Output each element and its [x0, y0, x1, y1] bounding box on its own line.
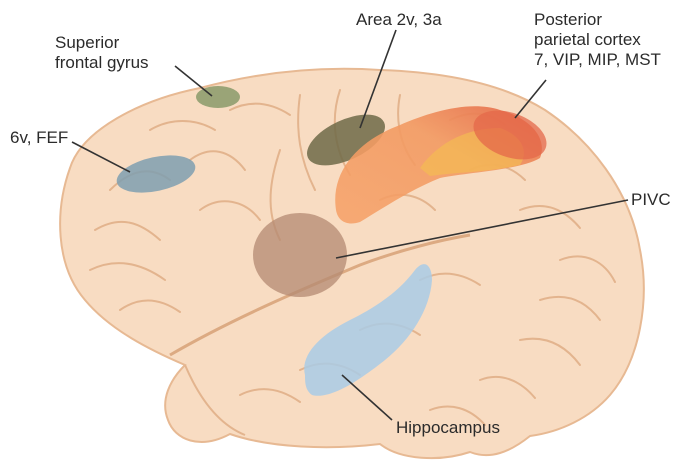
label-posterior-parietal-cortex: Posterior parietal cortex 7, VIP, MIP, M… — [534, 10, 661, 70]
label-area-2v-3a: Area 2v, 3a — [356, 10, 442, 30]
label-superior-frontal-gyrus-line2: frontal gyrus — [55, 53, 149, 73]
label-superior-frontal-gyrus: Superior frontal gyrus — [55, 33, 149, 73]
label-posterior-parietal-line1: Posterior — [534, 10, 661, 30]
label-hippocampus: Hippocampus — [396, 418, 500, 438]
label-superior-frontal-gyrus-line1: Superior — [55, 33, 149, 53]
label-posterior-parietal-line2: parietal cortex — [534, 30, 661, 50]
label-6v-fef: 6v, FEF — [10, 128, 68, 148]
label-pivc: PIVC — [631, 190, 671, 210]
pivc-region — [253, 213, 347, 297]
label-posterior-parietal-line3: 7, VIP, MIP, MST — [534, 50, 661, 70]
